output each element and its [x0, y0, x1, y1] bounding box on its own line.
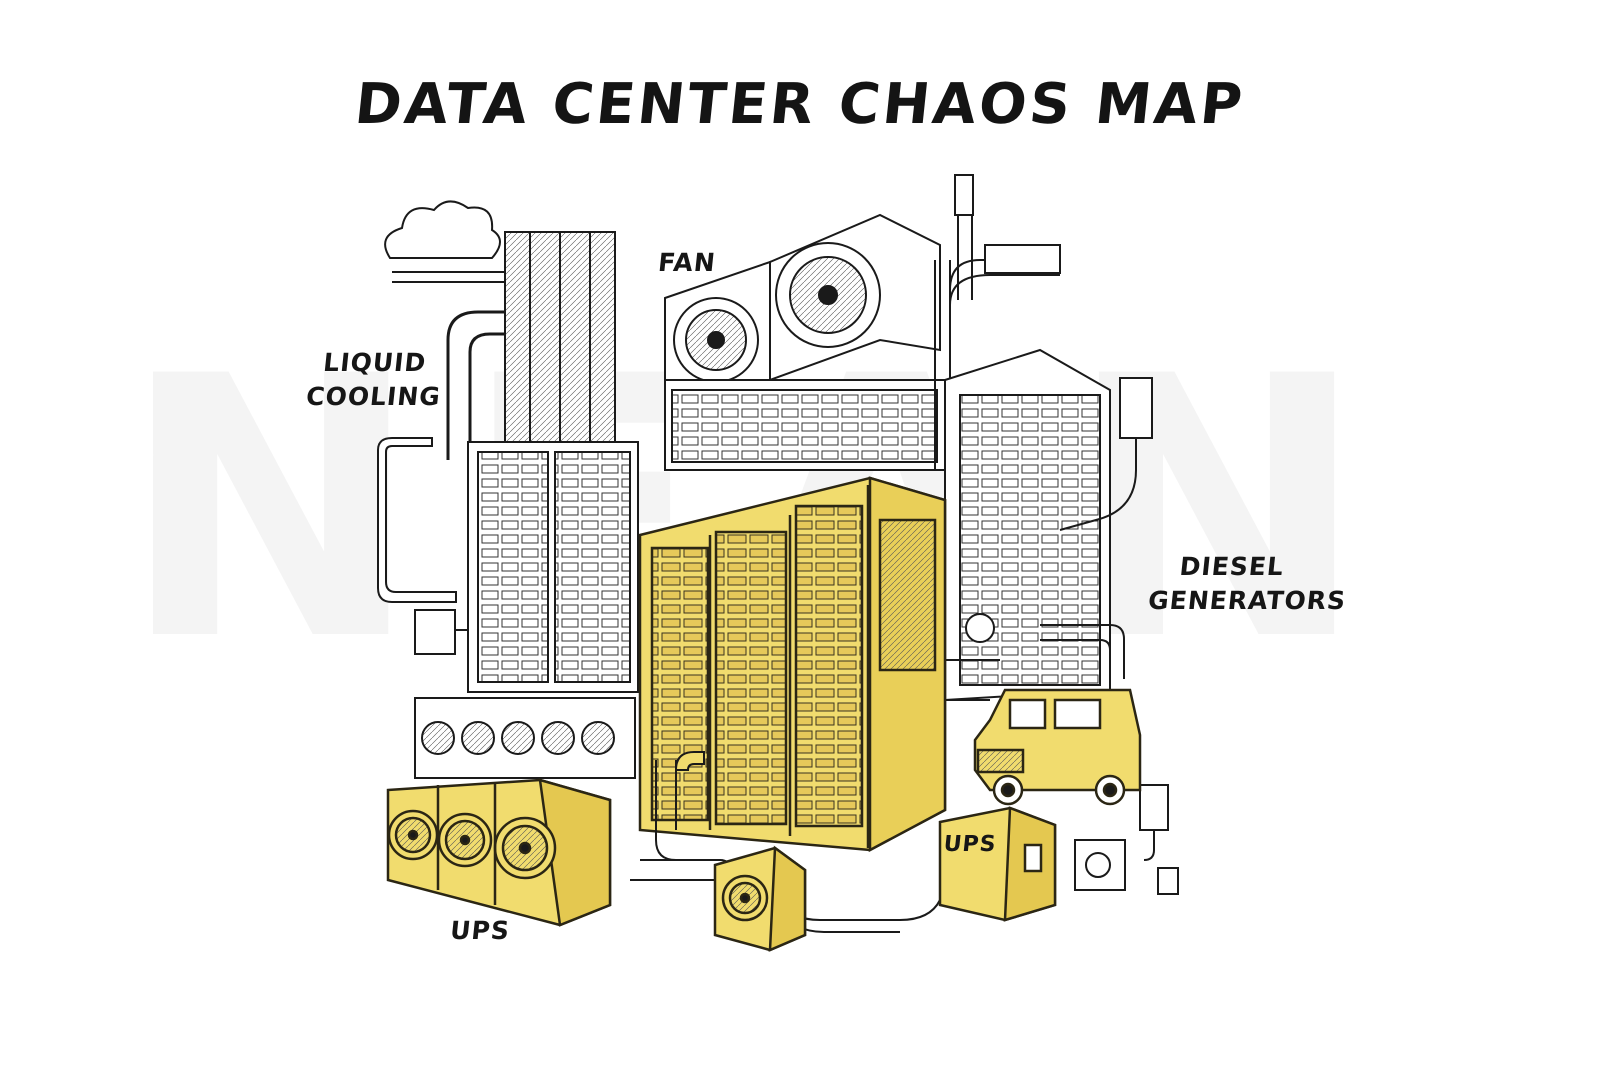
cloud — [384, 200, 501, 259]
left-tower — [504, 231, 616, 443]
right-top-pipes — [934, 174, 1061, 470]
right-rack — [944, 348, 1153, 702]
small-fan-box — [713, 845, 807, 952]
label-liquid-cooling-line1: LIQUID — [321, 348, 428, 377]
label-ups-box: UPS — [942, 832, 998, 857]
ups-box — [938, 806, 1057, 922]
label-diesel-generators-line1: DIESEL — [1178, 552, 1286, 581]
label-diesel-generators-line2: GENERATORS — [1146, 586, 1348, 615]
fan-units — [664, 213, 946, 471]
small-boxes-right — [1074, 784, 1179, 895]
label-liquid-cooling-line2: COOLING — [304, 382, 443, 411]
sketch-fan-row — [414, 697, 636, 779]
label-ups: UPS — [448, 916, 512, 945]
ups-fan-units — [386, 778, 612, 927]
main-server-cabinet — [638, 476, 947, 853]
diesel-pipes — [940, 613, 1125, 701]
label-liquid-cooling: LIQUID COOLING — [304, 346, 443, 414]
label-diesel-generators: DIESEL GENERATORS — [1146, 550, 1348, 618]
generator-truck — [973, 688, 1142, 806]
left-rack — [467, 441, 639, 693]
label-fan: FAN — [656, 248, 718, 277]
